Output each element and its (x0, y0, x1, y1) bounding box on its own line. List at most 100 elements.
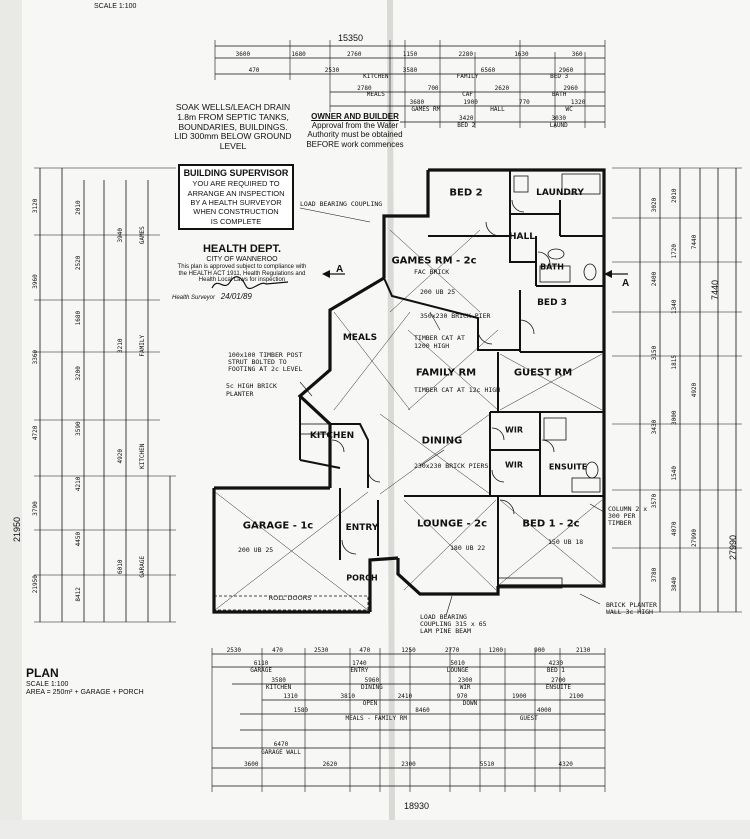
owner-title: OWNER AND BUILDER (311, 112, 399, 121)
top-dim-value: 700 (428, 85, 439, 92)
top-dim-value: 3030 (552, 115, 567, 122)
bottom-dim-value: 2130 (576, 647, 591, 654)
top-dim-value: 2620 (495, 85, 510, 92)
plan-title-block: PLAN SCALE 1:100 AREA = 250m² + GARAGE +… (26, 666, 144, 697)
right-dim-value: 2010 (671, 188, 678, 203)
health-title: HEALTH DEPT. (202, 243, 282, 255)
top-dim-label: BED 2 (457, 122, 475, 129)
note-glass-window: TIMBER CAT AT 12c HIGH (414, 386, 501, 394)
right-dim-value: 1540 (671, 466, 678, 481)
health-signature-line: Health Surveyor 24/01/89 (172, 292, 252, 302)
note-corner-column: COLUMN 2 x 300 PER TIMBER (608, 505, 648, 528)
overall-top-dimension: 15350 (338, 33, 364, 43)
owner-line-3: BEFORE work commences (306, 139, 404, 149)
soak-line-1: SOAK WELLS/LEACH DRAIN (175, 102, 291, 112)
building-supervisor-stamp: BUILDING SUPERVISOR YOU ARE REQUIRED TO … (178, 164, 294, 231)
bottom-dim-value: 4000 (537, 707, 552, 714)
left-dim-value: 2010 (75, 200, 82, 215)
bottom-dim-value: 3810 (341, 693, 356, 700)
top-dim-value: 3600 (236, 51, 251, 58)
bottom-dim-value: 2300 (458, 677, 473, 684)
bottom-dim-value: 2100 (569, 693, 584, 700)
section-marker-left (322, 270, 345, 278)
right-dim-value: 2400 (651, 271, 658, 286)
bottom-dim-value: 2530 (227, 647, 242, 654)
bottom-dim-value: 4230 (549, 660, 564, 667)
left-dim-value: 3200 (75, 366, 82, 381)
section-a-left: A (336, 264, 344, 275)
room-garage: GARAGE - 1c (242, 520, 314, 532)
left-dim-value: 3120 (32, 198, 39, 213)
bottom-dim-label: BED 1 (547, 667, 565, 674)
right-dim-value: 3020 (651, 197, 658, 212)
right-dimension-lines (612, 167, 742, 613)
left-dim-label: GARAGE (139, 556, 146, 578)
bottom-dim-value: 6110 (254, 660, 269, 667)
room-lounge: LOUNGE - 2c (416, 518, 488, 530)
roll-doors-label: ROLL DOORS (268, 594, 312, 602)
top-dim-label: BATH (552, 91, 567, 98)
left-dim-value: 3590 (75, 421, 82, 436)
soak-line-4: LID 300mm BELOW GROUND LEVEL (174, 131, 292, 152)
bottom-dim-value: 1200 (489, 647, 504, 654)
bottom-dim-value: 2530 (314, 647, 329, 654)
top-dim-label: LAUND (550, 122, 568, 129)
top-dim-value: 360 (572, 51, 583, 58)
top-dim-value: 2530 (325, 67, 340, 74)
bottom-dim-value: 4320 (558, 761, 573, 768)
supervisor-title: BUILDING SUPERVISOR (183, 168, 289, 178)
bottom-dim-value: 3580 (271, 677, 286, 684)
health-dept-stamp: HEALTH DEPT. CITY OF WANNEROO This plan … (172, 243, 312, 302)
fixtures (213, 173, 601, 611)
bottom-dim-value: 470 (272, 647, 283, 654)
top-dim-value: 6560 (481, 67, 496, 74)
owner-line-2: Authority must be obtained (307, 130, 403, 140)
bottom-dim-label: DOWN (463, 700, 478, 707)
bottom-dim-label: GUEST (520, 715, 538, 722)
right-dim-value: 3570 (651, 493, 658, 508)
owner-builder-note: OWNER AND BUILDER Approval from the Wate… (300, 112, 410, 149)
bottom-dim-label: ENSUITE (546, 684, 572, 691)
top-dim-value: 1630 (514, 51, 529, 58)
bottom-dim-value: 1580 (294, 707, 309, 714)
supervisor-line-3: BY A HEALTH SURVEYOR (190, 198, 282, 207)
top-dim-label: KITCHEN (363, 73, 389, 80)
exterior-walls (212, 168, 606, 614)
bottom-dim-label: GARAGE (250, 667, 272, 674)
top-dim-label: CAF (462, 91, 473, 98)
left-dim-value: 8412 (75, 587, 82, 602)
right-dim-value: 3840 (671, 577, 678, 592)
note-lounge-ub: 180 UB 22 (450, 544, 486, 552)
bottom-dim-value: 2300 (401, 761, 416, 768)
top-dim-label: GAMES RM (411, 106, 440, 113)
bottom-dim-label: ENTRY (350, 667, 368, 674)
bottom-dim-value: 2770 (445, 647, 460, 654)
bottom-dim-value: 5510 (480, 761, 495, 768)
bottom-dim-value: 970 (457, 693, 468, 700)
note-timber-cat: TIMBER CAT AT 1200 HIGH (414, 334, 465, 350)
plan-scale: SCALE 1:100 (26, 680, 69, 688)
room-dining: DINING (421, 435, 463, 447)
top-dim-value: 2780 (357, 85, 372, 92)
bottom-dim-label: KITCHEN (266, 684, 292, 691)
note-dining-piers: 230x230 BRICK PIERS (414, 462, 489, 470)
bottom-dim-label: OPEN (363, 700, 378, 707)
top-dim-value: 2960 (559, 67, 574, 74)
left-dim-value: 4720 (32, 425, 39, 440)
right-dim-value: 3780 (651, 567, 658, 582)
signature-date: 24/01/89 (220, 292, 252, 302)
top-dim-label: BED 3 (550, 73, 568, 80)
top-dim-value: 470 (249, 67, 260, 74)
top-dim-value: 1150 (403, 51, 418, 58)
left-dim-label: GAMES (139, 226, 146, 244)
left-dim-label: FAMILY (139, 335, 146, 357)
top-dim-value: 2280 (458, 51, 473, 58)
bottom-dim-label: DINING (361, 684, 383, 691)
room-ensuite: ENSUITE (548, 462, 588, 472)
right-dim-value: 3430 (651, 419, 658, 434)
left-dim-value: 3940 (117, 228, 124, 243)
soak-line-3: BOUNDARIES, BUILDINGS. (178, 121, 288, 132)
bottom-dim-value: 8460 (415, 707, 430, 714)
top-dim-value: 3680 (410, 99, 425, 106)
